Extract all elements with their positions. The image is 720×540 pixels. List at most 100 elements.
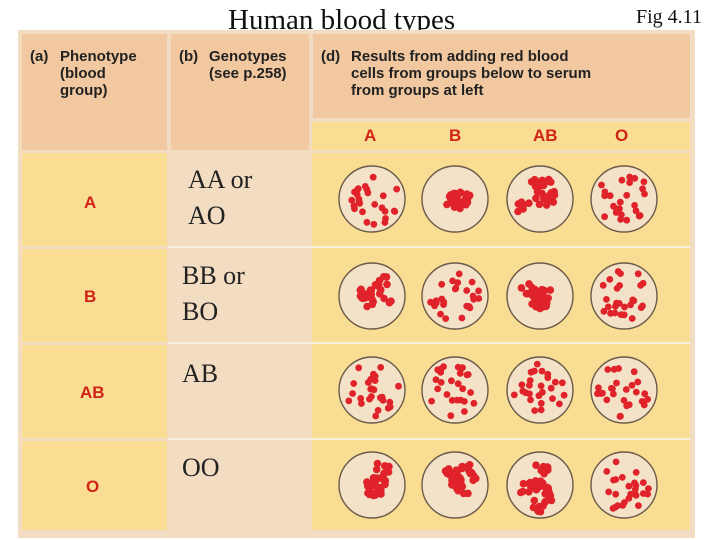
red-blood-cell — [369, 173, 377, 181]
red-blood-cell — [448, 199, 457, 207]
petri-dish-o-serum-a — [338, 451, 406, 519]
red-blood-cell — [358, 400, 365, 407]
red-blood-cell — [639, 185, 646, 193]
red-blood-cell — [371, 201, 379, 208]
red-blood-cell — [432, 376, 440, 384]
phenotype-label: AB — [80, 383, 105, 402]
red-blood-cell — [437, 310, 444, 318]
red-blood-cell — [373, 459, 382, 468]
red-blood-cell — [620, 311, 628, 319]
red-blood-cell — [458, 314, 466, 322]
red-blood-cell — [560, 391, 568, 399]
red-blood-cell — [353, 191, 361, 198]
red-blood-cell — [623, 216, 631, 224]
red-blood-cell — [539, 286, 548, 295]
red-blood-cell — [535, 200, 544, 209]
red-blood-cell — [542, 201, 551, 209]
red-blood-cell — [463, 287, 471, 294]
red-blood-cell — [349, 390, 356, 397]
red-blood-cell — [437, 379, 445, 386]
red-blood-cell — [446, 191, 455, 199]
red-blood-cell — [529, 503, 538, 512]
red-blood-cell — [532, 302, 540, 311]
red-blood-cell — [622, 386, 630, 393]
red-blood-cell — [594, 390, 601, 398]
red-blood-cell — [355, 364, 363, 372]
red-blood-cell — [620, 397, 628, 404]
red-blood-cell — [635, 502, 642, 509]
red-blood-cell — [466, 303, 473, 311]
red-blood-cell — [363, 292, 372, 301]
red-blood-cell — [372, 482, 380, 490]
red-blood-cell — [385, 298, 394, 307]
row-divider — [168, 246, 690, 248]
red-blood-cell — [600, 307, 608, 315]
red-blood-cell — [393, 185, 401, 193]
red-blood-cell — [603, 296, 610, 303]
red-blood-cell — [461, 408, 468, 415]
phenotype-label: B — [84, 287, 97, 306]
red-blood-cell — [628, 315, 636, 322]
header-genotypes-key: (b) — [179, 48, 199, 65]
red-blood-cell — [380, 294, 388, 303]
red-blood-cell — [630, 368, 638, 376]
red-blood-cell — [469, 476, 478, 485]
red-blood-cell — [603, 396, 611, 404]
red-blood-cell — [443, 469, 452, 478]
red-blood-cell — [626, 179, 633, 187]
red-blood-cell — [434, 385, 442, 393]
red-blood-cell — [539, 181, 548, 190]
red-blood-cell — [381, 208, 389, 215]
petri-dish-b-serum-ab — [506, 262, 574, 330]
red-blood-cell — [549, 395, 556, 402]
phenotype-cell-a: A — [22, 153, 167, 246]
red-blood-cell — [603, 468, 611, 475]
header-genotypes-line: Genotypes — [209, 48, 287, 65]
red-blood-cell — [345, 397, 353, 405]
red-blood-cell — [540, 195, 548, 203]
genotype-line: AA or — [188, 165, 253, 194]
red-blood-cell — [456, 369, 464, 377]
petri-dish-a-serum-a — [338, 165, 406, 233]
red-blood-cell — [519, 479, 528, 488]
red-blood-cell — [606, 276, 614, 283]
red-blood-cell — [457, 476, 465, 485]
red-blood-cell — [518, 381, 526, 389]
dish-outline — [590, 262, 658, 330]
red-blood-cell — [530, 496, 539, 505]
red-blood-cell — [522, 389, 530, 397]
red-blood-cell — [359, 208, 366, 216]
red-blood-cell — [625, 401, 633, 409]
red-blood-cell — [470, 296, 478, 303]
red-blood-cell — [537, 466, 545, 475]
red-blood-cell — [525, 199, 533, 207]
dish-outline — [506, 165, 574, 233]
red-blood-cell — [640, 178, 648, 186]
red-blood-cell — [638, 398, 646, 405]
red-blood-cell — [372, 412, 380, 420]
phenotype-cell-o: O — [22, 441, 167, 530]
red-blood-cell — [599, 281, 607, 289]
genotype-line: BO — [182, 297, 219, 326]
red-blood-cell — [639, 302, 646, 310]
red-blood-cell — [384, 404, 392, 412]
red-blood-cell — [610, 476, 617, 484]
petri-dish-o-serum-o — [590, 451, 658, 519]
red-blood-cell — [641, 190, 648, 198]
red-blood-cell — [440, 301, 447, 308]
phenotype-label: A — [84, 193, 97, 212]
red-blood-cell — [544, 176, 552, 185]
header-genotypes-line: (see p.258) — [209, 65, 287, 82]
red-blood-cell — [607, 309, 614, 317]
red-blood-cell — [443, 200, 451, 209]
header-genotypes: (b) Genotypes(see p.258) — [171, 34, 309, 150]
red-blood-cell — [645, 485, 652, 492]
red-blood-cell — [621, 499, 628, 506]
red-blood-cell — [532, 194, 540, 203]
red-blood-cell — [641, 390, 649, 398]
red-blood-cell — [442, 315, 450, 322]
red-blood-cell — [371, 475, 380, 484]
red-blood-cell — [605, 488, 613, 496]
